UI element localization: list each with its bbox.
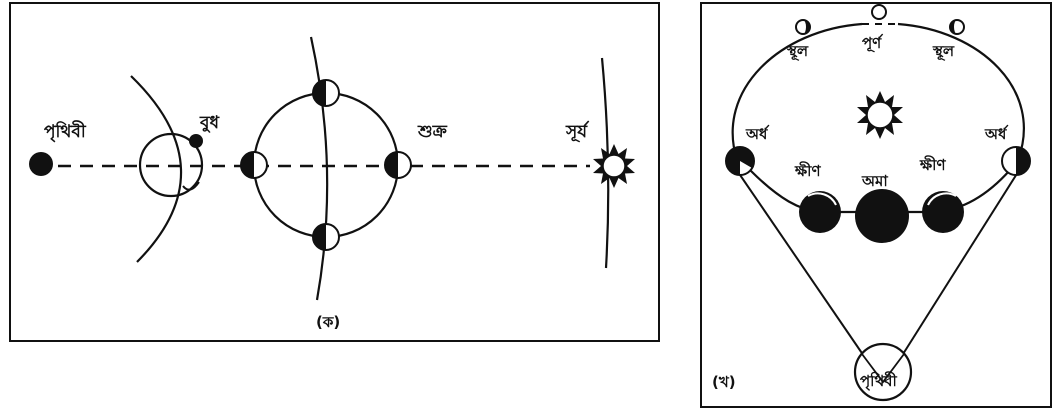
panel-b-caption: (খ) bbox=[712, 373, 736, 391]
earth-label: পৃথিবী bbox=[44, 120, 87, 143]
sun-icon-b bbox=[857, 91, 903, 139]
gibbous-right-label: স্থূল bbox=[932, 42, 955, 62]
crescent-right-label: ক্ষীণ bbox=[919, 155, 946, 174]
panel-a-frame bbox=[10, 3, 659, 341]
gibbous-left-phase bbox=[796, 20, 810, 34]
mercury-dot bbox=[189, 134, 203, 148]
venus-bottom bbox=[313, 224, 339, 250]
mercury-outer-arc bbox=[131, 76, 181, 262]
crescent-right-phase bbox=[922, 191, 964, 233]
full-phase bbox=[872, 5, 886, 19]
panel-a-caption: (ক) bbox=[316, 313, 340, 331]
half-right-label: অর্ধ bbox=[984, 124, 1009, 143]
venus-label: শুক্র bbox=[417, 122, 448, 142]
half-left-phase bbox=[726, 147, 754, 175]
earth-dot bbox=[29, 152, 53, 176]
panel-b: পৃথিবী স্থূল পূর্ণ স্থূল অর্ধ bbox=[701, 3, 1051, 407]
half-right-phase bbox=[1002, 147, 1030, 175]
earth-label-b: পৃথিবী bbox=[860, 371, 898, 392]
crescent-left-label: ক্ষীণ bbox=[794, 161, 821, 180]
gibbous-left-label: স্থূল bbox=[786, 42, 809, 62]
venus-right bbox=[385, 152, 411, 178]
new-label: অমা bbox=[861, 172, 888, 190]
venus-left bbox=[241, 152, 267, 178]
crescent-left-phase bbox=[799, 191, 841, 233]
half-left-label: অর্ধ bbox=[745, 124, 770, 143]
full-label: পূর্ণ bbox=[862, 33, 883, 54]
venus-outer-arc bbox=[311, 37, 327, 300]
gibbous-right-phase bbox=[950, 20, 964, 34]
sun-label: সূর্য bbox=[565, 120, 590, 142]
panel-a: পৃথিবী বুধ শুক্র bbox=[10, 3, 659, 341]
venus-top bbox=[313, 80, 339, 106]
sun-icon bbox=[593, 144, 635, 188]
mercury-label: বুধ bbox=[199, 113, 220, 133]
new-phase bbox=[855, 189, 909, 243]
